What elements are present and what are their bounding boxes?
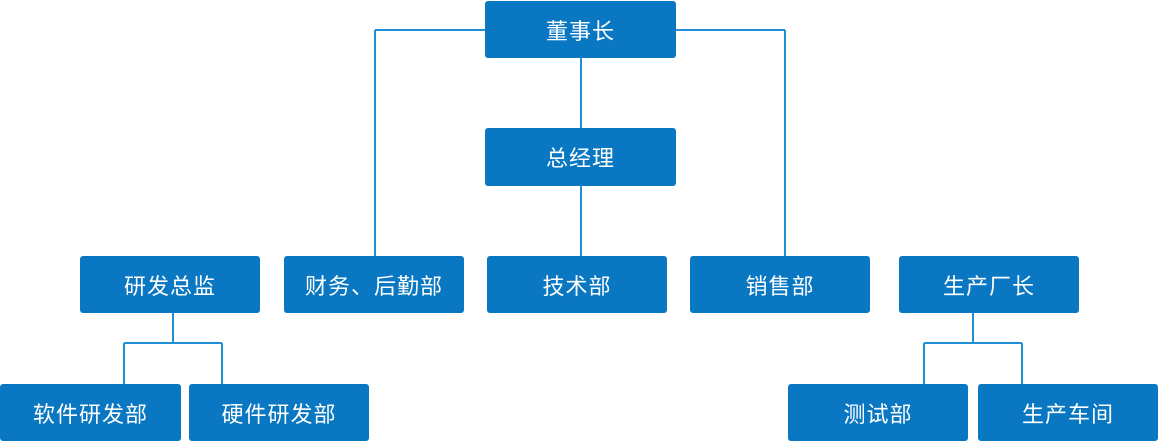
hardware-rd-box: 硬件研发部 [189,384,369,441]
rd-director-box: 研发总监 [80,256,260,313]
general-manager-box: 总经理 [485,128,676,186]
production-workshop-box: 生产车间 [978,384,1158,441]
tech-dept-box: 技术部 [487,256,667,313]
finance-logistics-box: 财务、后勤部 [284,256,464,313]
chairman-box: 董事长 [485,1,676,58]
production-director-box: 生产厂长 [899,256,1079,313]
software-rd-box: 软件研发部 [0,384,181,441]
sales-dept-box: 销售部 [690,256,870,313]
testing-dept-box: 测试部 [788,384,968,441]
